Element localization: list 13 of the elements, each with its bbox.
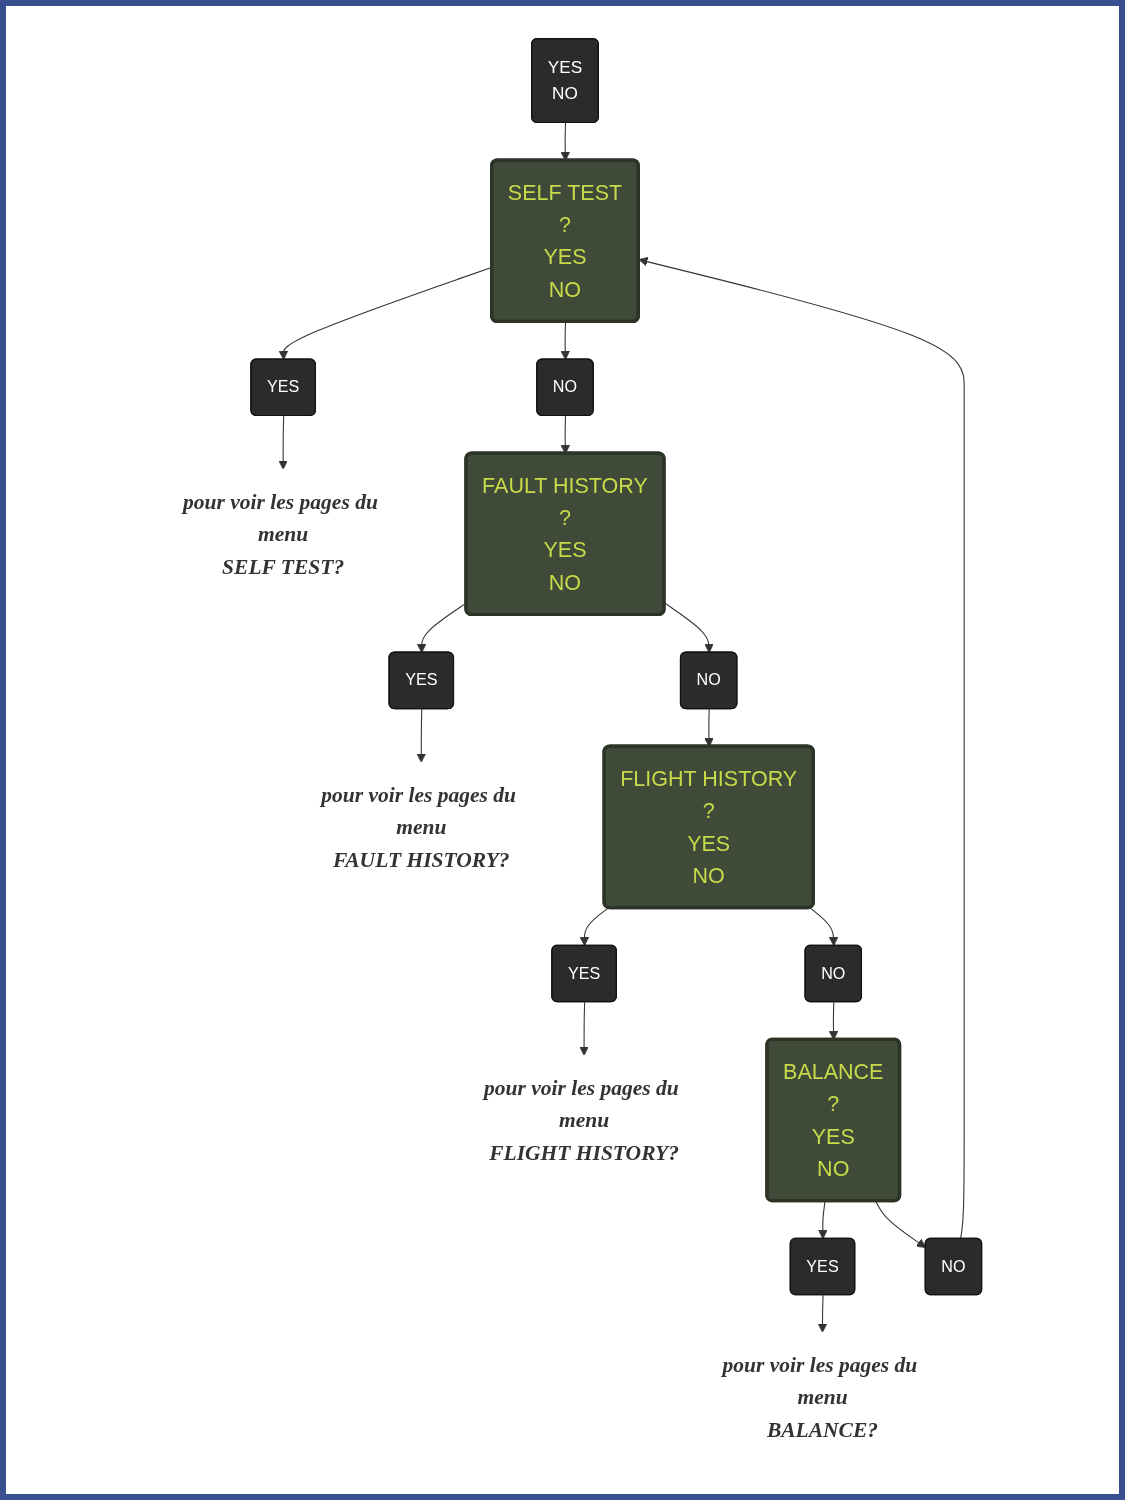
node-text: pour voir les pages du menu SELF TEST? <box>183 489 378 578</box>
arrow <box>560 321 570 361</box>
arrow <box>579 1001 589 1056</box>
arrow <box>579 907 609 947</box>
node-text: pour voir les pages du menu BALANCE? <box>722 1352 918 1441</box>
arrow <box>817 1294 828 1333</box>
arrow <box>809 907 839 947</box>
node-text: pour voir les pages du menu FLIGHT HISTORY? <box>484 1075 679 1165</box>
node-text: pour voir les pages du menu FAULT HISTORY? <box>321 782 516 871</box>
arrow <box>664 602 714 654</box>
arrow <box>278 415 288 470</box>
arrow <box>416 708 426 763</box>
arrow <box>818 1200 828 1240</box>
